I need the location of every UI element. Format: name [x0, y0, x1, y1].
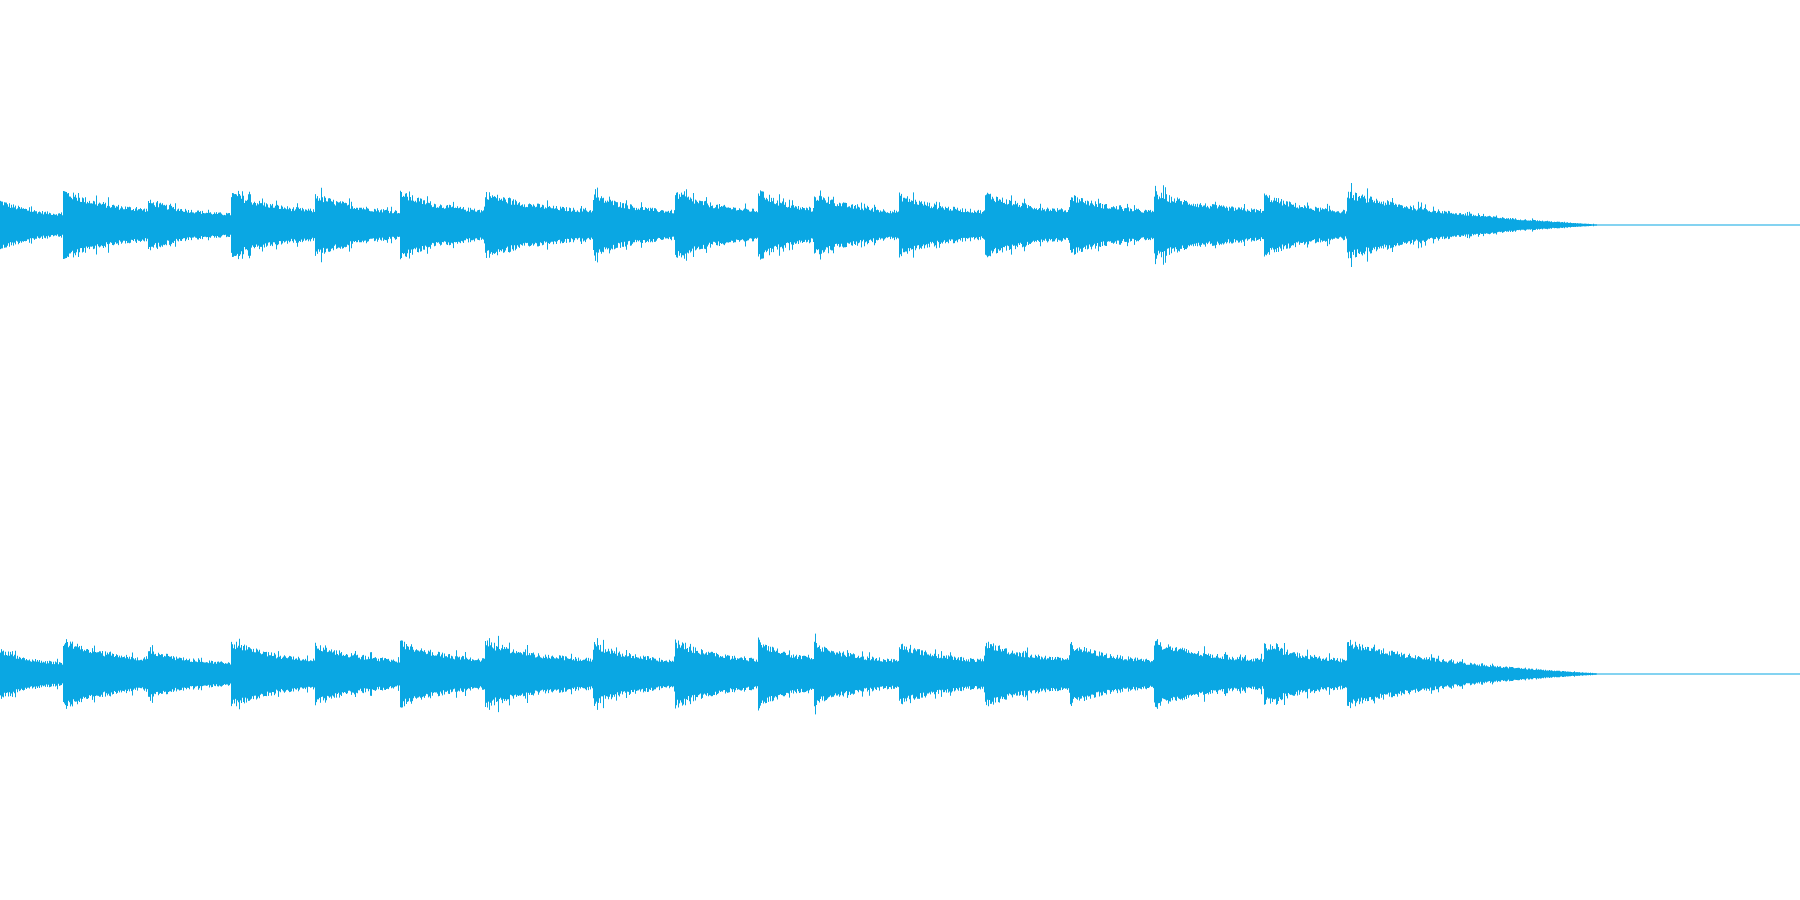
- waveform-trace: [0, 183, 1597, 267]
- channel-left-waveform: [0, 183, 1800, 267]
- waveform-trace: [0, 633, 1597, 715]
- channel-right-waveform: [0, 633, 1800, 715]
